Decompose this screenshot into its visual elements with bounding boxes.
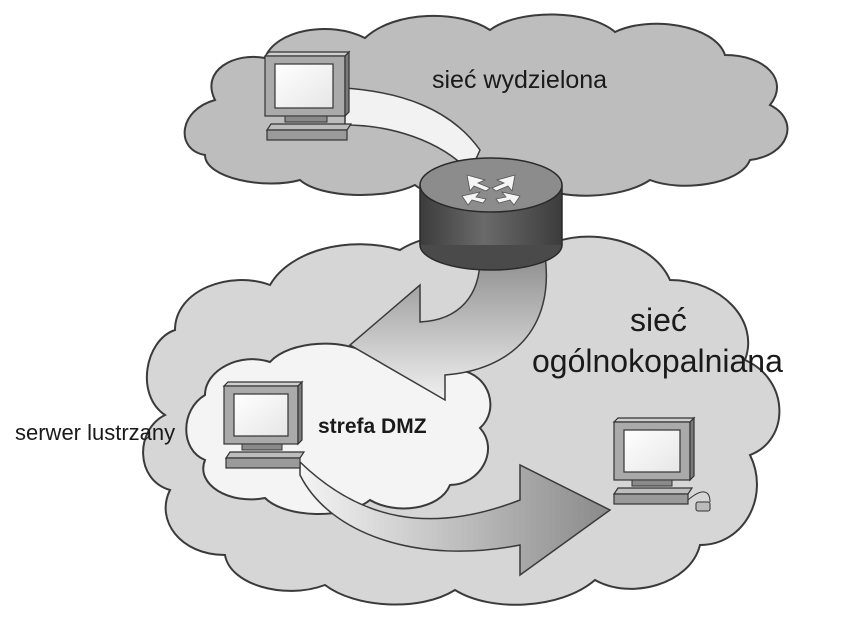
router-icon [419,157,563,271]
mirror-server-label: serwer lustrzany [15,420,175,445]
mine-network-label-line2: ogólnokopalniana [532,343,783,379]
router-to-dmz-arrow [348,254,548,402]
restricted-network-computer-icon [263,50,353,141]
mine-network-computer-icon [612,416,711,512]
mine-network-label-line1: sieć [630,302,687,338]
mirror-server-computer-icon [222,380,306,469]
dmz-to-mine-network-arrow [299,460,612,577]
dmz-zone-label: strefa DMZ [318,415,427,438]
restricted-network-label: sieć wydzielona [432,66,607,94]
